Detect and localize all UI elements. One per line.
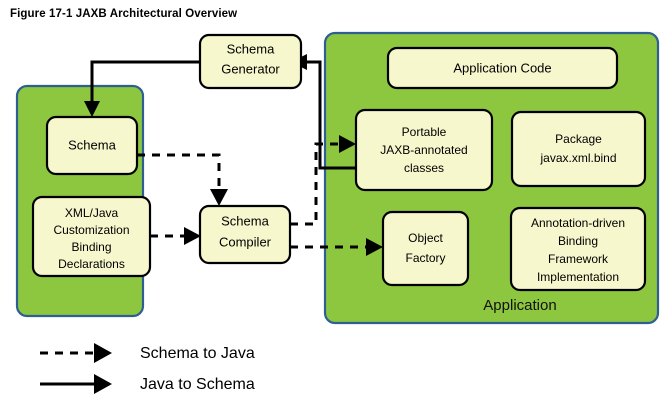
arrow-head-icon: [84, 101, 100, 117]
node-customization-line4: Declarations: [58, 257, 125, 271]
node-framework-line2: Binding: [558, 234, 598, 248]
legend-schema-to-java: Schema to Java: [40, 343, 255, 363]
node-application-code-label: Application Code: [453, 60, 551, 75]
page-title: Figure 17-1 JAXB Architectural Overview: [10, 8, 238, 20]
node-schema-compiler[interactable]: Schema Compiler: [198, 204, 292, 265]
node-portable-line1: Portable: [402, 125, 447, 139]
arrow-head-icon: [339, 135, 356, 153]
node-portable-line3: classes: [404, 161, 444, 175]
arrow-head-icon: [94, 374, 112, 394]
node-framework-line1: Annotation-driven: [531, 216, 625, 230]
node-customization-line3: Binding: [71, 240, 111, 254]
application-panel-label: Application: [483, 297, 556, 314]
node-application-code[interactable]: Application Code: [386, 46, 619, 90]
legend-java-to-schema-label: Java to Schema: [140, 376, 255, 393]
node-binding-framework[interactable]: Annotation-driven Binding Framework Impl…: [509, 206, 647, 292]
edge-bindings-to-compiler: [150, 227, 201, 245]
node-customization-line2: Customization: [53, 223, 129, 237]
node-schema-compiler-line2: Compiler: [219, 234, 272, 249]
edge-schema-to-compiler: [137, 153, 228, 206]
node-schema-generator[interactable]: Schema Generator: [198, 33, 303, 90]
arrow-head-icon: [184, 227, 201, 245]
edge-compiler-to-object-factory: [290, 238, 383, 256]
node-object-factory-line1: Object: [408, 231, 443, 245]
node-portable-jaxb-classes[interactable]: Portable JAXB-annotated classes: [354, 108, 494, 192]
node-schema[interactable]: Schema: [45, 115, 139, 176]
node-schema-generator-line1: Schema: [227, 41, 275, 56]
edge-generator-to-schema: [84, 60, 200, 117]
legend-java-to-schema: Java to Schema: [40, 374, 255, 394]
node-object-factory[interactable]: Object Factory: [381, 210, 470, 287]
legend-schema-to-java-label: Schema to Java: [140, 345, 255, 362]
arrow-head-icon: [366, 238, 383, 256]
node-schema-generator-line2: Generator: [221, 61, 280, 76]
node-package-javax-xml-bind[interactable]: Package javax.xml.bind: [510, 110, 647, 188]
arrow-head-icon: [210, 189, 228, 206]
node-framework-line3: Framework: [548, 252, 609, 266]
node-customization-line1: XML/Java: [65, 206, 119, 220]
edge-compiler-to-portable: [290, 135, 356, 226]
node-customization-bindings[interactable]: XML/Java Customization Binding Declarati…: [31, 195, 152, 278]
node-package-line1: Package: [555, 132, 602, 146]
node-framework-line4: Implementation: [537, 270, 619, 284]
node-package-line2: javax.xml.bind: [539, 151, 616, 165]
node-object-factory-line2: Factory: [405, 251, 445, 265]
node-schema-compiler-line1: Schema: [221, 213, 269, 228]
arrow-head-icon: [94, 343, 112, 363]
node-portable-line2: JAXB-annotated: [380, 143, 467, 157]
node-schema-label: Schema: [68, 137, 116, 152]
